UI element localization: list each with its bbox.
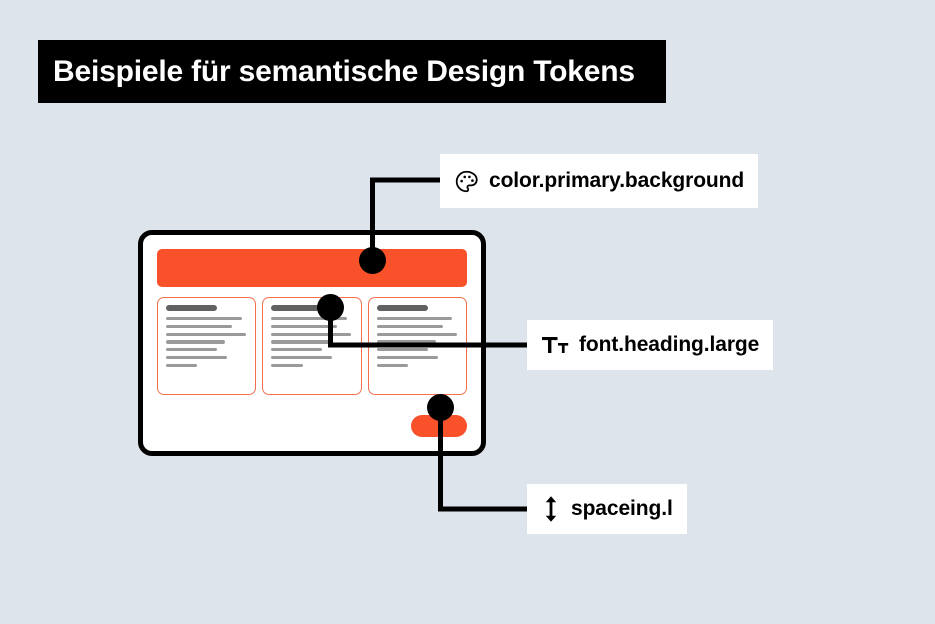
callout-label-text: spaceing.l	[571, 497, 673, 520]
mockup-card-3	[367, 297, 467, 395]
page-title: Beispiele für semantische Design Tokens	[53, 54, 635, 88]
card-text-line	[271, 332, 352, 336]
card-text-line	[271, 324, 338, 328]
callout-label-text: color.primary.background	[489, 169, 745, 192]
card-text-line	[376, 332, 457, 336]
mockup-content	[143, 235, 481, 451]
card-text-line	[166, 317, 242, 321]
card-text-line	[271, 355, 333, 360]
card-text-line	[166, 348, 218, 352]
card-text-line	[376, 355, 438, 360]
card-heading-placeholder	[166, 305, 218, 311]
card-heading-placeholder	[376, 305, 428, 311]
callout-dot-1[interactable]	[359, 247, 386, 274]
callout-dot-2[interactable]	[317, 294, 344, 321]
mockup-hero-banner	[157, 249, 467, 287]
typography-icon	[541, 334, 569, 356]
mockup-card-1	[157, 297, 257, 395]
card-text-line	[376, 340, 436, 344]
callout-dot-3[interactable]	[427, 394, 454, 421]
card-text-line	[376, 317, 453, 321]
card-text-line	[166, 363, 198, 367]
card-text-line	[376, 363, 408, 367]
card-text-line	[271, 348, 323, 352]
callout-label-font[interactable]: font.heading.large	[527, 320, 774, 370]
card-text-line	[166, 355, 227, 360]
card-heading-placeholder	[271, 305, 323, 311]
callout-label-spacing[interactable]: spaceing.l	[527, 484, 687, 534]
card-text-line	[271, 317, 348, 321]
card-text-line	[166, 332, 246, 336]
card-text-line	[271, 363, 303, 367]
card-text-line	[376, 324, 443, 328]
mockup-card-row	[157, 297, 467, 395]
ui-mockup-window	[138, 230, 486, 456]
page-title-bar: Beispiele für semantische Design Tokens	[38, 40, 666, 103]
card-text-line	[166, 324, 232, 328]
callout-label-text: font.heading.large	[579, 333, 760, 356]
callout-label-color[interactable]: color.primary.background	[440, 154, 759, 208]
card-text-line	[166, 340, 226, 344]
card-text-line	[376, 348, 428, 352]
palette-icon	[454, 169, 479, 194]
card-text-line	[271, 340, 331, 344]
vertical-arrows-icon	[541, 495, 561, 523]
mockup-card-2	[262, 297, 362, 395]
